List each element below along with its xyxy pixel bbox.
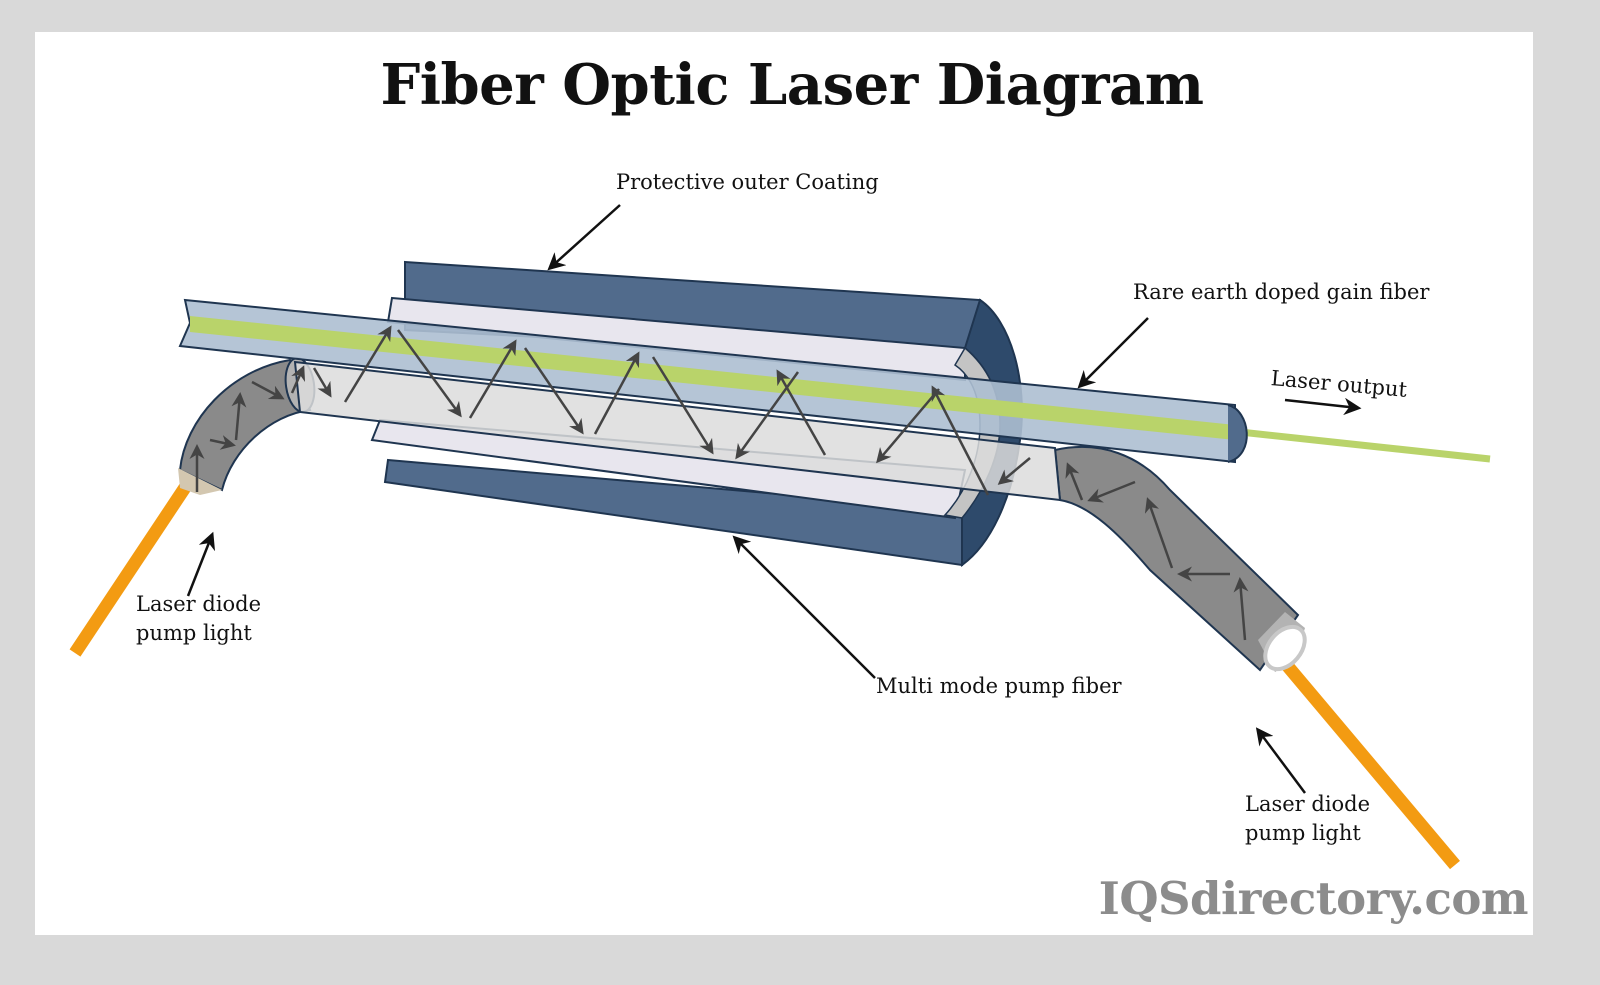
rare-earth-gain-fiber (178, 298, 1248, 464)
label-gain-fiber: Rare earth doped gain fiber (1133, 280, 1430, 304)
diagram-title: Fiber Optic Laser Diagram (380, 52, 1204, 118)
label-pump-light-right: Laser diode pump light (1245, 792, 1371, 845)
pump-fiber-pointer (732, 535, 876, 679)
left-pump-light-pointer (186, 531, 216, 597)
label-pump-fiber: Multi mode pump fiber (876, 674, 1122, 698)
right-pump-light-pointer (1255, 727, 1307, 794)
label-pump-light-left: Laser diode pump light (136, 592, 262, 645)
right-bent-pump-fiber (1053, 446, 1307, 672)
right-pump-laser-beam (1280, 658, 1460, 870)
laser-output-beam (1239, 428, 1491, 463)
laser-output-arrow (1284, 397, 1362, 416)
left-pump-laser-beam (69, 476, 196, 657)
pump-light-rays (189, 325, 1249, 641)
iqs-directory-watermark: IQSdirectory.com (1098, 872, 1529, 925)
label-protective-coating: Protective outer Coating (616, 170, 879, 194)
gain-fiber-pointer (1077, 317, 1149, 389)
multimode-pump-fiber (293, 360, 1062, 502)
protective-coating-pointer (547, 204, 621, 271)
